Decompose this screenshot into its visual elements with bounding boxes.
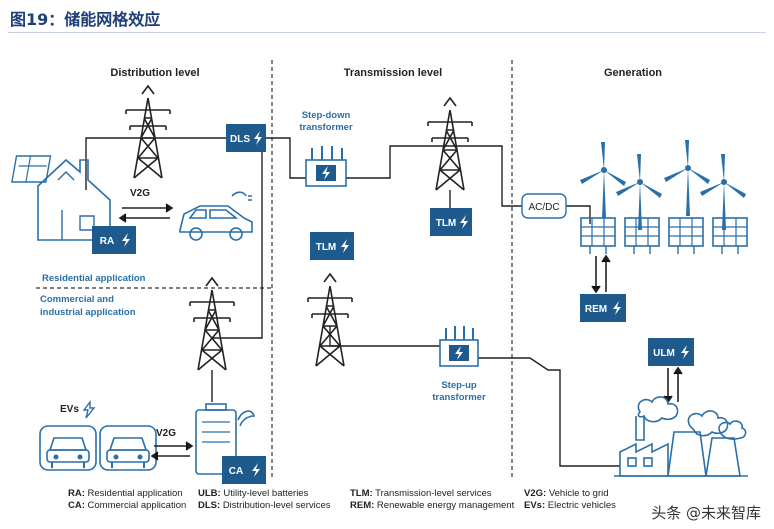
pylon-distribution-residential-icon bbox=[125, 85, 171, 179]
v2g-residential-label: V2G bbox=[130, 188, 150, 199]
svg-text:DLS: DLS bbox=[230, 134, 250, 145]
ulm-arrows bbox=[663, 366, 683, 404]
solar-panel-1-icon bbox=[580, 217, 616, 255]
legend-item: ULB: Utility-level batteries bbox=[198, 488, 309, 499]
solar-panel-2-icon bbox=[624, 217, 660, 255]
commercial-application-label-1: Commercial and bbox=[40, 294, 114, 305]
house-icon bbox=[11, 155, 111, 241]
v2g-residential-arrows bbox=[118, 203, 174, 223]
legend-col-2: ULB: Utility-level batteries DLS: Distri… bbox=[198, 488, 331, 512]
stepdown-transformer-icon bbox=[305, 146, 347, 187]
legend-item: TLM: Transmission-level services bbox=[350, 488, 492, 499]
v2g-commercial-label: V2G bbox=[156, 428, 176, 439]
tlm-badge-top: TLM bbox=[430, 208, 472, 236]
svg-text:RA: RA bbox=[100, 236, 114, 247]
acdc-converter bbox=[521, 193, 567, 219]
stepdown-label-2: transformer bbox=[299, 122, 353, 133]
header-transmission: Transmission level bbox=[344, 67, 442, 79]
solar-panel-4-icon bbox=[712, 217, 748, 255]
legend-item: RA: Residential application bbox=[68, 488, 183, 499]
ra-badge: RA bbox=[92, 226, 136, 254]
acdc-label: AC/DC bbox=[528, 202, 559, 213]
power-lines bbox=[85, 137, 620, 467]
svg-text:TLM: TLM bbox=[436, 218, 457, 229]
v2g-commercial-arrows bbox=[150, 441, 194, 461]
ev-charger-1-icon bbox=[39, 425, 97, 471]
figure-title: 图19：储能网格效应 bbox=[10, 10, 161, 29]
legend-item: V2G: Vehicle to grid bbox=[524, 488, 609, 499]
watermark: 头条 @未来智库 bbox=[648, 502, 764, 523]
svg-text:ULM: ULM bbox=[653, 348, 675, 359]
stepup-label-1: Step-up bbox=[441, 380, 477, 391]
evs-bolt-icon bbox=[82, 399, 96, 419]
solar-panel-3-icon bbox=[668, 217, 704, 255]
legend-col-1: RA: Residential application CA: Commerci… bbox=[68, 488, 186, 512]
evs-label: EVs bbox=[60, 404, 79, 415]
stepdown-label-1: Step-down bbox=[302, 110, 351, 121]
ulm-badge: ULM bbox=[648, 338, 694, 366]
title-divider bbox=[8, 32, 766, 33]
car-icon bbox=[179, 191, 253, 241]
svg-text:REM: REM bbox=[585, 304, 607, 315]
stepup-label-2: transformer bbox=[432, 392, 486, 403]
wind-turbine-3-icon bbox=[664, 140, 710, 216]
svg-text:CA: CA bbox=[229, 466, 243, 477]
legend-item: DLS: Distribution-level services bbox=[198, 500, 331, 511]
legend-item: CA: Commercial application bbox=[68, 500, 187, 511]
stepup-transformer-icon bbox=[439, 326, 479, 367]
rem-arrows bbox=[591, 254, 611, 294]
tlm-badge-mid: TLM bbox=[310, 232, 354, 260]
dls-badge: DLS bbox=[226, 124, 266, 152]
pylon-transmission-top-icon bbox=[427, 97, 473, 191]
rem-badge: REM bbox=[580, 294, 626, 322]
legend-col-4: V2G: Vehicle to grid EVs: Electric vehic… bbox=[524, 488, 616, 512]
header-generation: Generation bbox=[604, 67, 662, 79]
header-distribution: Distribution level bbox=[110, 67, 199, 79]
legend-item: EVs: Electric vehicles bbox=[524, 500, 616, 511]
svg-text:TLM: TLM bbox=[316, 242, 337, 253]
commercial-application-label-2: industrial application bbox=[40, 307, 136, 318]
legend-col-3: TLM: Transmission-level services REM: Re… bbox=[350, 488, 514, 512]
pylon-distribution-commercial-icon bbox=[189, 277, 235, 371]
residential-application-label: Residential application bbox=[42, 273, 146, 284]
ev-charger-2-icon bbox=[99, 425, 157, 471]
pylon-transmission-mid-icon bbox=[307, 273, 353, 367]
power-plant-icon bbox=[614, 396, 748, 477]
battery-icon bbox=[195, 403, 256, 475]
legend-item: REM: Renewable energy management bbox=[350, 500, 515, 511]
ca-badge: CA bbox=[222, 456, 266, 484]
